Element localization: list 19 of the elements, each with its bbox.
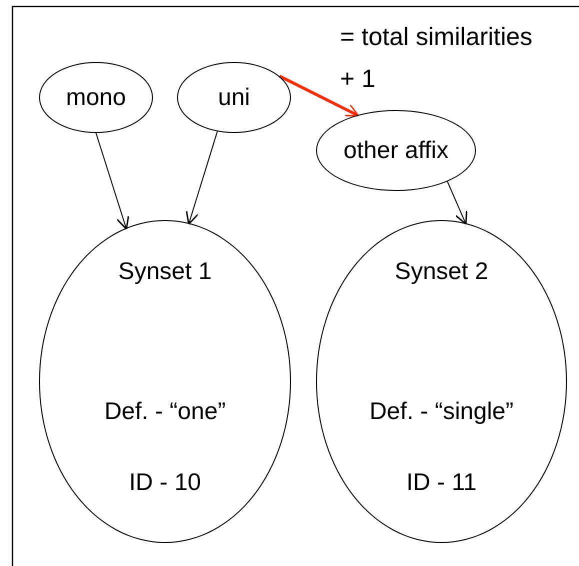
node-label: other affix: [344, 138, 448, 162]
arrow: [446, 181, 468, 225]
arrow: [278, 74, 359, 116]
ellipse-node: [177, 62, 291, 133]
node-label: Def. - “one”: [104, 397, 226, 427]
node-label: uni: [218, 86, 250, 110]
node-label: mono: [66, 86, 126, 110]
node-title: Synset 2: [394, 257, 488, 287]
node-title: Synset 1: [118, 257, 212, 287]
ellipse-node: [39, 220, 291, 543]
arrow: [186, 130, 218, 225]
ellipse-node: [39, 62, 153, 133]
ellipse-node: [316, 220, 567, 543]
node-label: ID - 10: [128, 468, 202, 498]
node-label: Def. - “single”: [369, 397, 514, 427]
arrow: [96, 132, 130, 230]
ellipse-node: [316, 110, 476, 191]
node-label: ID - 11: [406, 468, 477, 498]
note-text: = total similarities + 1: [340, 22, 534, 95]
